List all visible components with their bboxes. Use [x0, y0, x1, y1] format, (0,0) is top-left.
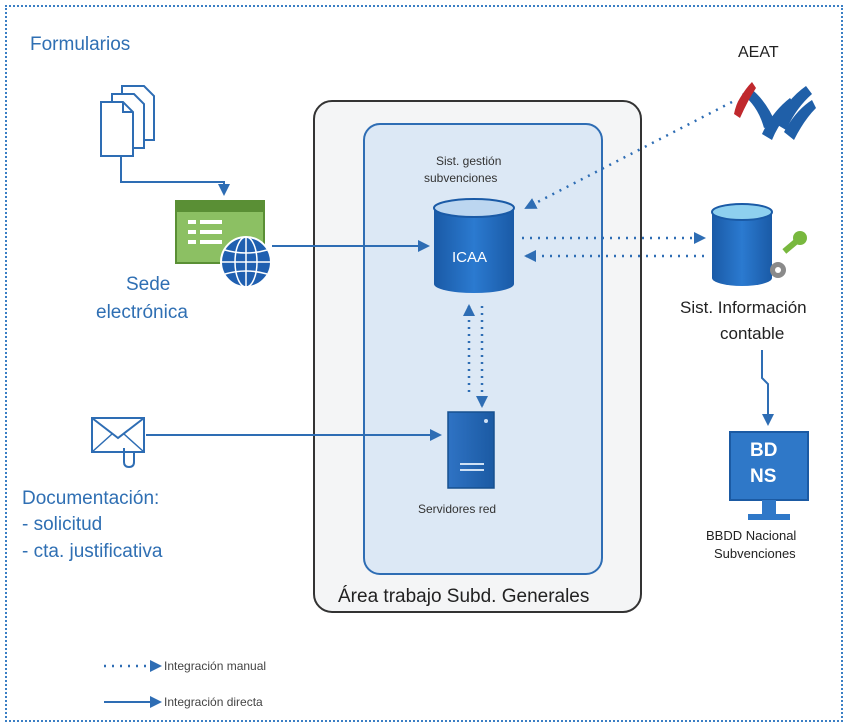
database-key-icon: [711, 203, 807, 286]
sist-gestion-label-line2: subvenciones: [424, 171, 498, 185]
aeat-label: AEAT: [738, 44, 779, 61]
formularios-label: Formularios: [30, 34, 131, 55]
doc-item-solicitud: - solicitud: [22, 514, 103, 535]
sist-gestion-label-line1: Sist. gestión: [436, 154, 502, 168]
outer-frame: [5, 5, 843, 722]
dotted-aeat-icaa: [524, 100, 733, 210]
doc-item-cta: - cta. justificativa: [22, 541, 163, 562]
bdns-monitor-icon: [729, 431, 809, 520]
arrow-formularios-sede: [120, 156, 230, 196]
servidores-label: Servidores red: [418, 502, 497, 516]
arrow-contable-bdns: [761, 350, 774, 426]
sist-info-label-line2: contable: [720, 324, 785, 343]
documentacion-label: Documentación:: [22, 488, 160, 509]
bbdd-label-line1: BBDD Nacional: [706, 528, 797, 543]
sist-info-label-line1: Sist. Información: [680, 298, 807, 317]
server-icon: [447, 411, 495, 489]
bbdd-label-line2: Subvenciones: [714, 546, 796, 561]
icaa-label: ICAA: [452, 249, 488, 266]
legend-direct-label: Integración directa: [164, 695, 263, 709]
area-trabajo-label: Área trabajo Subd. Generales: [338, 586, 590, 607]
aeat-logo: [734, 82, 816, 140]
sede-label-line1: Sede: [126, 274, 171, 295]
bdns-text-line1: BD: [750, 440, 778, 461]
sede-label-line2: electrónica: [96, 302, 188, 323]
envelope-icon: [91, 417, 145, 469]
globe-icon: [220, 236, 272, 288]
database-icon: [433, 198, 515, 293]
bdns-text-line2: NS: [750, 466, 777, 487]
documents-icon: [100, 85, 155, 157]
legend-manual-label: Integración manual: [164, 659, 267, 673]
